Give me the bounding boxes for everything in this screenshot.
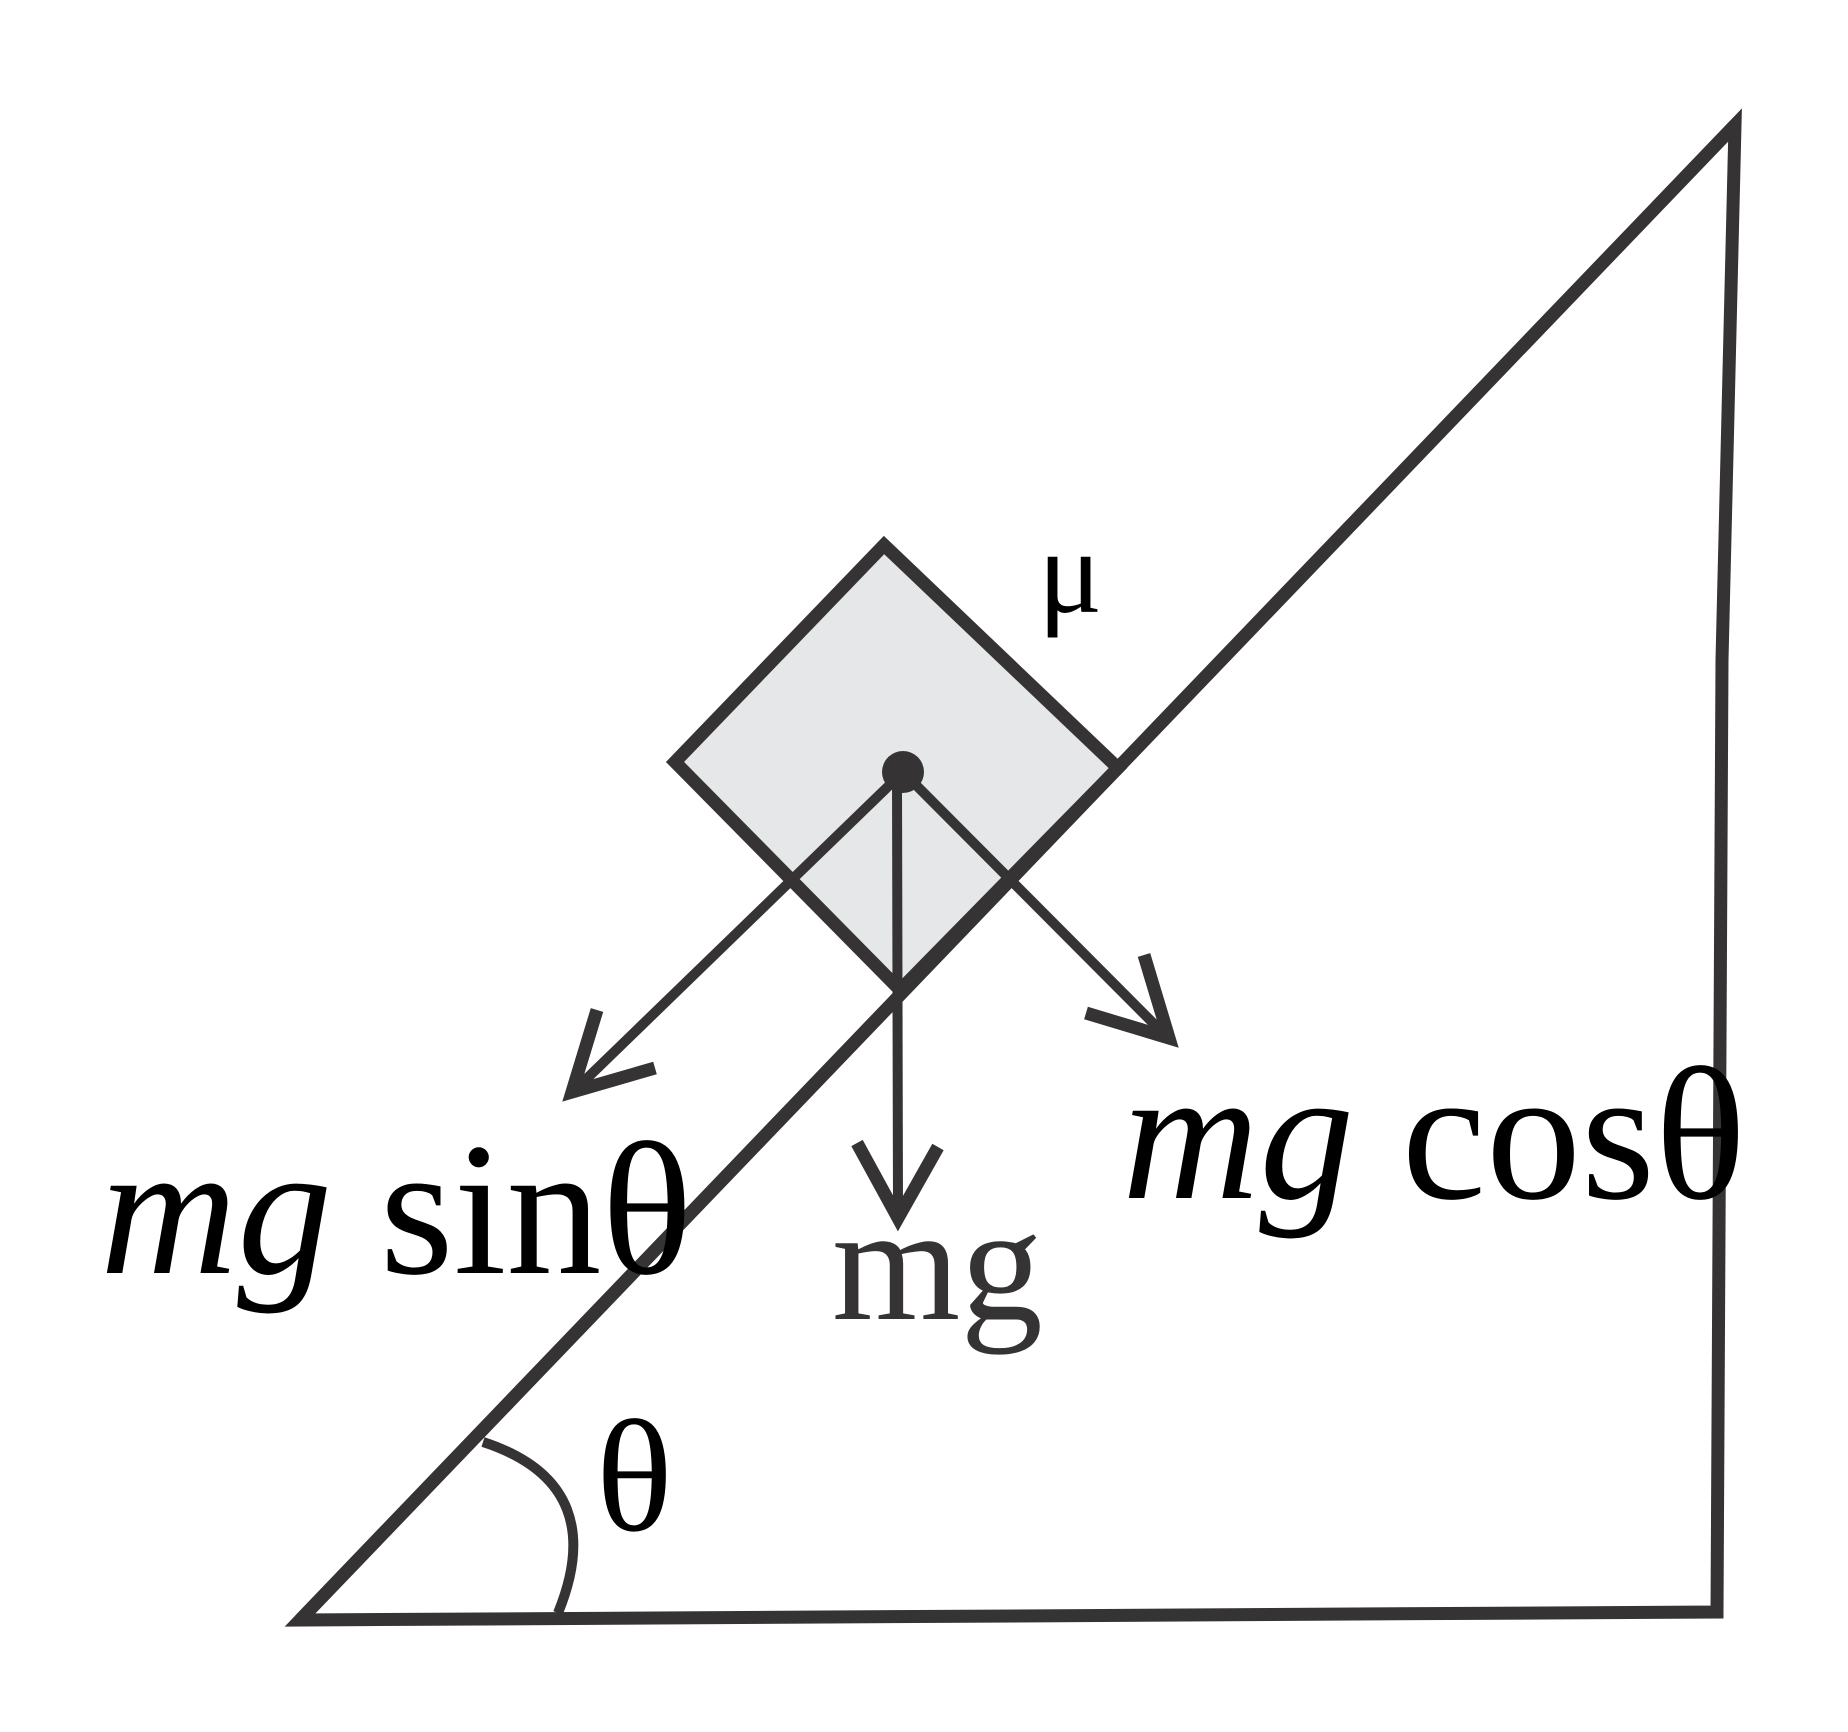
angle-theta-label: θ: [596, 1387, 673, 1565]
center-of-mass-dot: [882, 751, 924, 793]
arrowhead-icon: [1084, 953, 1179, 1048]
weight-mg-label: mg: [832, 1172, 1043, 1355]
mg-arrow: [851, 779, 944, 1232]
mg-cos-theta-arrow: [899, 768, 1179, 1048]
sin-theta-text: sinθ: [332, 1105, 692, 1315]
arrow-shaft: [574, 768, 907, 1091]
force-arrows: [295, 120, 1740, 1625]
friction-coefficient-label: μ: [1038, 505, 1102, 638]
mg-cos-theta-label: mg cosθ: [1122, 1030, 1746, 1240]
mg-italic: mg: [100, 1105, 332, 1315]
incline-hypotenuse: [295, 120, 1740, 1625]
cos-theta-text: cosθ: [1354, 1030, 1746, 1240]
arrowhead-icon: [851, 1139, 944, 1232]
mg-sin-theta-arrow: [562, 768, 907, 1102]
arrow-shaft: [899, 768, 1167, 1037]
mg-italic: mg: [1122, 1030, 1354, 1240]
arrow-shaft: [892, 779, 903, 1213]
angle-arc: [481, 1437, 579, 1615]
arrowhead-icon: [562, 1008, 657, 1102]
mg-sin-theta-label: mg sinθ: [100, 1105, 692, 1315]
